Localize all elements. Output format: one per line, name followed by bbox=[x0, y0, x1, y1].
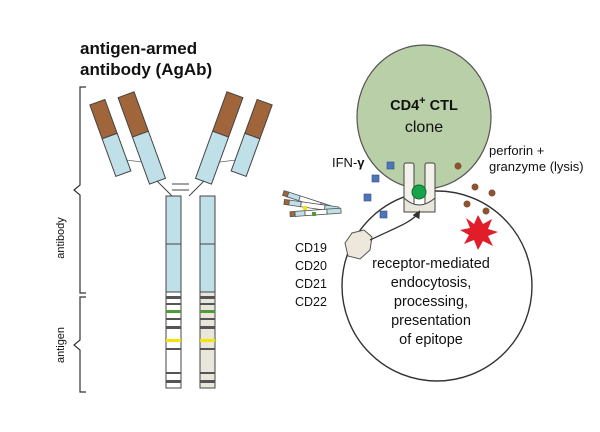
bracket-label-antigen: antigen bbox=[55, 327, 67, 363]
antigen-right bbox=[199, 291, 216, 389]
ctl-plus-sup: + bbox=[419, 95, 425, 107]
ifn-greek: γ bbox=[357, 155, 365, 170]
ctl-cell bbox=[356, 44, 492, 190]
disulfide-left bbox=[125, 159, 143, 163]
marker-cd19: CD19 bbox=[295, 241, 327, 255]
ctl-ctl: CTL bbox=[426, 98, 458, 114]
left-light-chain bbox=[89, 98, 132, 178]
bracket-antigen bbox=[73, 296, 86, 393]
process-line-2: endocytosis, bbox=[391, 275, 472, 291]
bracket-antibody bbox=[73, 86, 86, 294]
fc-right bbox=[199, 195, 216, 293]
marker-cd22: CD22 bbox=[295, 295, 327, 309]
disulfide-right bbox=[219, 159, 237, 163]
marker-cd20: CD20 bbox=[295, 259, 327, 273]
title-line-1: antigen-armed bbox=[80, 39, 197, 58]
lysis-burst-icon bbox=[460, 215, 498, 250]
process-line-1: receptor-mediated bbox=[372, 256, 490, 272]
right-light-chain bbox=[230, 98, 273, 178]
ctl-label-line-2: clone bbox=[405, 119, 443, 136]
diagram-title: antigen-armed antibody (AgAb) bbox=[80, 39, 212, 79]
process-text: receptor-mediated endocytosis, processin… bbox=[372, 256, 490, 348]
ifn-gamma-molecules bbox=[363, 161, 395, 219]
ctl-label-line-1: CD4+ CTL bbox=[390, 95, 458, 114]
bracket-label-antibody: antibody bbox=[55, 217, 67, 259]
process-line-5: of epitope bbox=[399, 332, 463, 348]
processing-arrow bbox=[369, 210, 421, 241]
process-line-4: presentation bbox=[391, 313, 471, 329]
antigen-left bbox=[165, 291, 182, 389]
b-cell-receptor bbox=[344, 229, 373, 260]
ctl-cd4: CD4 bbox=[390, 98, 419, 114]
hinge bbox=[156, 180, 205, 197]
tcr-mhc-complex bbox=[403, 162, 436, 213]
cd-markers: CD19 CD20 CD21 CD22 bbox=[295, 241, 327, 309]
antibody bbox=[89, 91, 273, 389]
peptide-mhc-dot bbox=[411, 184, 427, 200]
perforin-line-2: granzyme (lysis) bbox=[489, 159, 584, 174]
left-heavy-fab bbox=[117, 91, 167, 185]
marker-cd21: CD21 bbox=[295, 277, 327, 291]
mini-antibodies bbox=[282, 190, 342, 218]
granzyme-granules bbox=[454, 162, 496, 215]
process-line-3: processing, bbox=[394, 294, 468, 310]
fc-left bbox=[165, 195, 182, 293]
ifn-text: IFN- bbox=[332, 155, 357, 170]
perforin-line-1: perforin + bbox=[489, 143, 544, 158]
ifn-gamma-label: IFN-γ bbox=[332, 155, 365, 170]
title-line-2: antibody (AgAb) bbox=[80, 60, 212, 79]
